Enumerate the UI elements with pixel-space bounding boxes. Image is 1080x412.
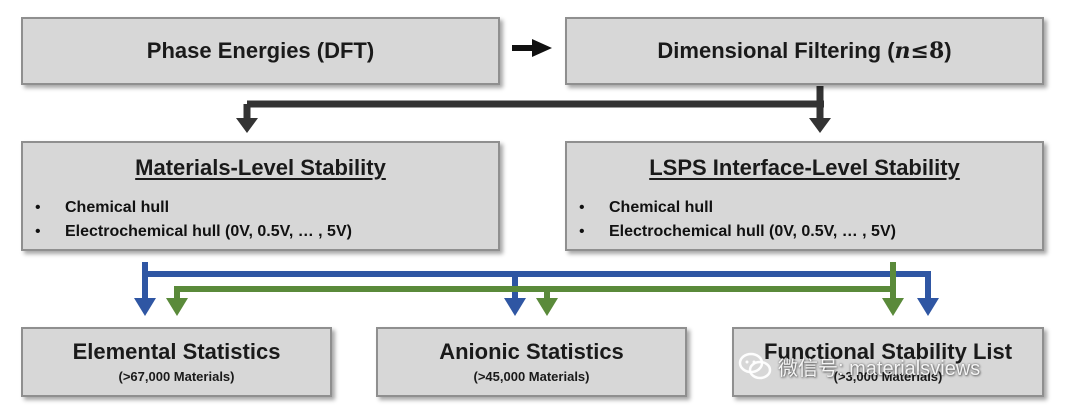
blue-arrowhead-functional [917,298,939,316]
phase-energies-title: Phase Energies (DFT) [146,38,375,63]
math-number: 8 [928,38,945,64]
watermark-text: 微信号: materialsviews [778,357,981,380]
materials-level-stability-box: Materials-Level Stability Chemical hull … [21,141,500,251]
phase-energies-box: Phase Energies (DFT) [21,17,500,85]
arrowhead-to-materials-box [236,118,258,133]
green-arrowhead-elemental [166,298,188,316]
top-arrow [512,39,552,57]
wechat-logo-icon [738,352,772,380]
functional-stability-list-box: Functional Stability List (>3,000 Materi… [732,327,1044,397]
anionic-statistics-title: Anionic Statistics [439,339,624,364]
blue-arrowhead-anionic [504,298,526,316]
lsps-interface-bullets: Chemical hull Electrochemical hull (0V, … [575,196,896,244]
bullet-chemical-hull: Chemical hull [575,196,896,220]
elemental-statistics-count: (>67,000 Materials) [118,369,235,384]
blue-connector [142,262,931,301]
lsps-interface-stability-title: LSPS Interface-Level Stability [649,155,960,180]
math-variable-n: n [894,38,911,64]
closing-paren: ) [944,38,952,63]
materials-level-stability-title: Materials-Level Stability [135,155,386,180]
wechat-watermark: 微信号: materialsviews [738,346,980,386]
green-connector [174,262,896,301]
materials-level-bullets: Chemical hull Electrochemical hull (0V, … [31,196,352,244]
dimensional-filtering-label: Dimensional Filtering ( [657,38,895,63]
bullet-electrochemical-hull: Electrochemical hull (0V, 0.5V, … , 5V) [575,220,896,244]
elemental-statistics-box: Elemental Statistics (>67,000 Materials) [21,327,332,397]
dimensional-filtering-box: Dimensional Filtering (n ≤ 8) [565,17,1044,85]
arrowhead-to-lsps-box [809,118,831,133]
lsps-interface-stability-box: LSPS Interface-Level Stability Chemical … [565,141,1044,251]
green-arrowhead-functional [882,298,904,316]
bullet-chemical-hull: Chemical hull [31,196,352,220]
anionic-statistics-box: Anionic Statistics (>45,000 Materials) [376,327,687,397]
math-leq-operator: ≤ [910,38,929,64]
elemental-statistics-title: Elemental Statistics [72,339,281,364]
functional-stability-list-count: (>3,000 Materials) [833,369,943,384]
bullet-electrochemical-hull: Electrochemical hull (0V, 0.5V, … , 5V) [31,220,352,244]
split-connector [243,86,824,120]
green-arrowhead-anionic [536,298,558,316]
blue-arrowhead-elemental [134,298,156,316]
functional-stability-list-title: Functional Stability List [763,339,1013,364]
anionic-statistics-count: (>45,000 Materials) [473,369,590,384]
dimensional-filtering-title: Dimensional Filtering (n ≤ 8) [567,19,1042,83]
